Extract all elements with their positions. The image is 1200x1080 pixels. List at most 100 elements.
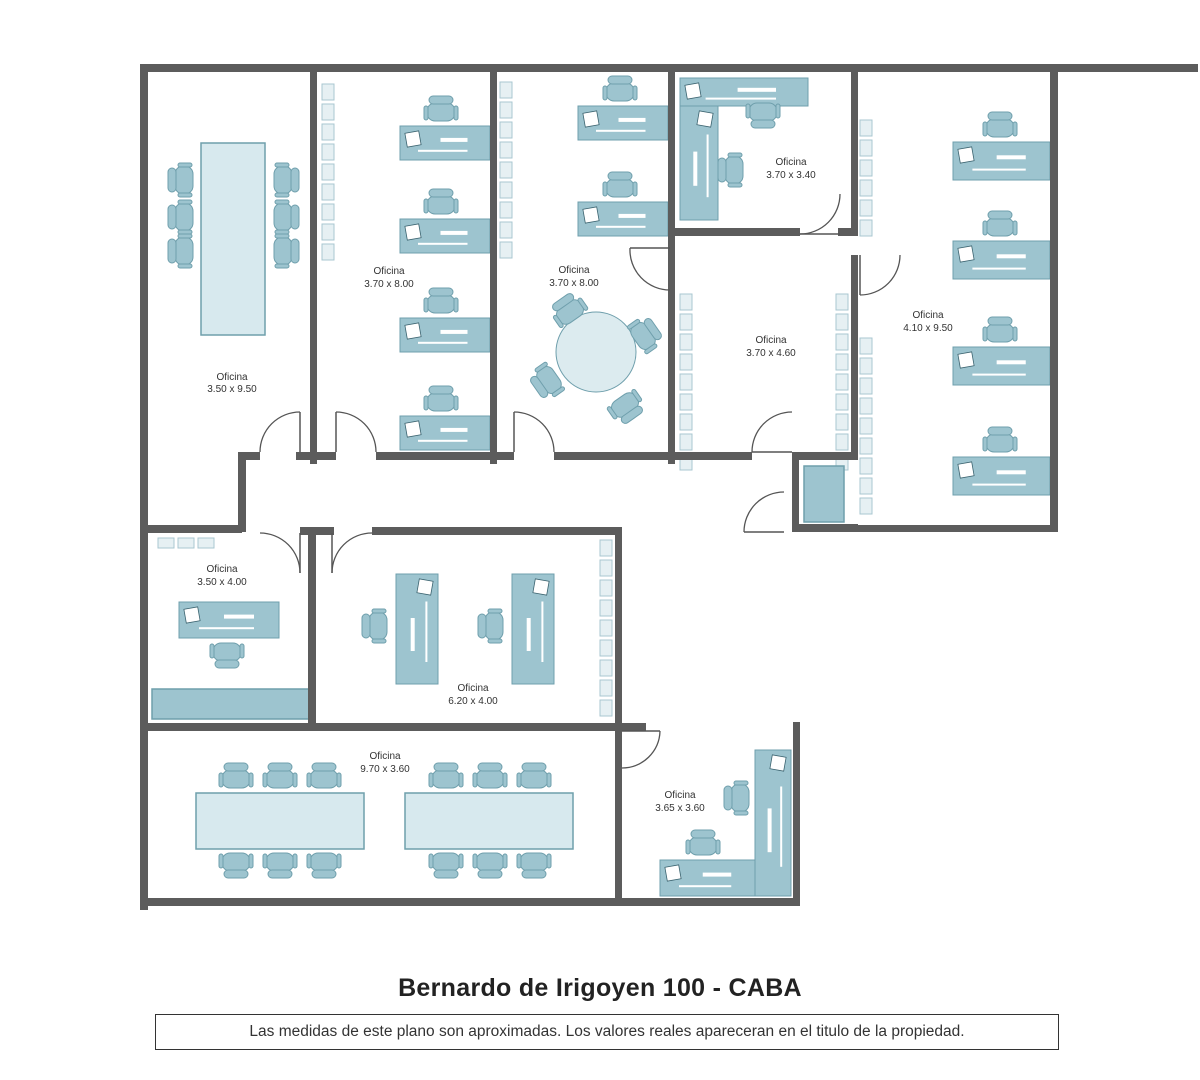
door-swing (621, 730, 661, 769)
wall-segment (792, 524, 858, 532)
wall-segment (148, 525, 242, 533)
chair-icon (982, 111, 1018, 138)
desk-icon (577, 201, 669, 237)
chair-icon (423, 95, 459, 122)
desk-icon (754, 749, 792, 897)
room-label-3: Oficina 3.70 x 8.00 (549, 265, 599, 289)
chair-icon (423, 385, 459, 412)
wall-segment (792, 452, 799, 532)
doors-layer (259, 193, 901, 769)
svg-text:Oficina: Oficina (775, 157, 807, 168)
desk-icon (399, 317, 491, 353)
svg-text:3.50 x 4.00: 3.50 x 4.00 (197, 577, 247, 588)
desk-icon (952, 346, 1051, 386)
svg-text:Oficina: Oficina (755, 335, 787, 346)
shelf-icon (835, 293, 849, 471)
wall-segment (140, 64, 1198, 72)
chair-icon (361, 608, 388, 644)
shelf-icon (599, 539, 613, 717)
shelf-icon (157, 537, 215, 549)
svg-text:Oficina: Oficina (912, 310, 944, 321)
wall-segment (856, 525, 1058, 532)
shelf-icon (679, 293, 693, 471)
cabinet-icon (151, 688, 311, 720)
wall-segment (376, 452, 492, 460)
room-label-7: Oficina 3.50 x 4.00 (197, 564, 247, 588)
desk-icon (178, 601, 280, 639)
wall-segment (668, 70, 675, 464)
chair-icon (273, 199, 300, 235)
disclaimer-box: Las medidas de este plano son aproximada… (155, 1014, 1059, 1050)
door-swing (799, 193, 841, 235)
wall-segment (310, 70, 317, 464)
chair-icon (530, 361, 566, 398)
shelf-icon (321, 83, 335, 261)
door-swing (859, 254, 901, 296)
svg-text:Oficina: Oficina (369, 751, 401, 762)
chair-icon (273, 162, 300, 198)
desk-icon (399, 125, 491, 161)
chair-icon (516, 852, 552, 879)
desk-icon (399, 415, 491, 451)
wall-segment (554, 452, 674, 460)
svg-text:Oficina: Oficina (373, 266, 405, 277)
desk-icon (952, 240, 1051, 280)
chair-icon (723, 780, 750, 816)
page-title: Bernardo de Irigoyen 100 - CABA (398, 974, 802, 1002)
storage-icon (803, 465, 845, 523)
shelf-icon (499, 81, 513, 259)
wall-segment (490, 452, 514, 460)
meeting-table-icon (200, 142, 266, 336)
door-swing (259, 411, 301, 453)
chair-icon (606, 388, 643, 424)
room-label-5: Oficina 3.70 x 4.60 (746, 335, 796, 359)
chair-icon (472, 852, 508, 879)
wall-segment (148, 723, 615, 731)
svg-text:3.70 x 8.00: 3.70 x 8.00 (364, 279, 414, 290)
door-swing (335, 411, 377, 453)
svg-text:4.10 x 9.50: 4.10 x 9.50 (903, 323, 953, 334)
chair-icon (428, 852, 464, 879)
room-label-6: Oficina 4.10 x 9.50 (903, 310, 953, 334)
shelf-icon (859, 337, 873, 515)
svg-text:3.70 x 3.40: 3.70 x 3.40 (766, 170, 816, 181)
chair-icon (167, 199, 194, 235)
svg-text:Oficina: Oficina (558, 265, 590, 276)
wall-segment (838, 228, 858, 236)
wall-segment (296, 452, 336, 460)
chair-icon (262, 762, 298, 789)
svg-text:3.70 x 8.00: 3.70 x 8.00 (549, 278, 599, 289)
chair-icon (602, 171, 638, 198)
wall-segment (140, 64, 148, 906)
desk-icon (399, 218, 491, 254)
chair-icon (685, 829, 721, 856)
chair-icon (218, 852, 254, 879)
room-label-4: Oficina 3.70 x 3.40 (766, 157, 816, 181)
door-swing (513, 411, 555, 453)
chair-icon (209, 642, 245, 669)
chair-icon (306, 762, 342, 789)
chair-icon (423, 188, 459, 215)
wall-segment (851, 255, 858, 460)
wall-segment (140, 535, 148, 910)
door-swing (751, 411, 793, 453)
svg-text:3.50 x 9.50: 3.50 x 9.50 (207, 384, 257, 395)
chair-icon (717, 152, 744, 188)
chair-icon (626, 318, 662, 355)
chair-icon (428, 762, 464, 789)
svg-text:9.70 x 3.60: 9.70 x 3.60 (360, 764, 410, 775)
shelf-icon (859, 119, 873, 237)
svg-text:3.65 x 3.60: 3.65 x 3.60 (655, 803, 705, 814)
chair-icon (516, 762, 552, 789)
wall-segment (792, 452, 858, 460)
desk-icon (659, 859, 756, 897)
wall-segment (238, 452, 260, 460)
chair-icon (423, 287, 459, 314)
svg-text:3.70 x 4.60: 3.70 x 4.60 (746, 348, 796, 359)
wall-segment (140, 898, 800, 906)
svg-text:Oficina: Oficina (216, 372, 248, 383)
long-table-icon (195, 792, 365, 850)
chair-icon (167, 233, 194, 269)
walls-layer (140, 64, 1198, 910)
desk-icon (395, 573, 439, 685)
